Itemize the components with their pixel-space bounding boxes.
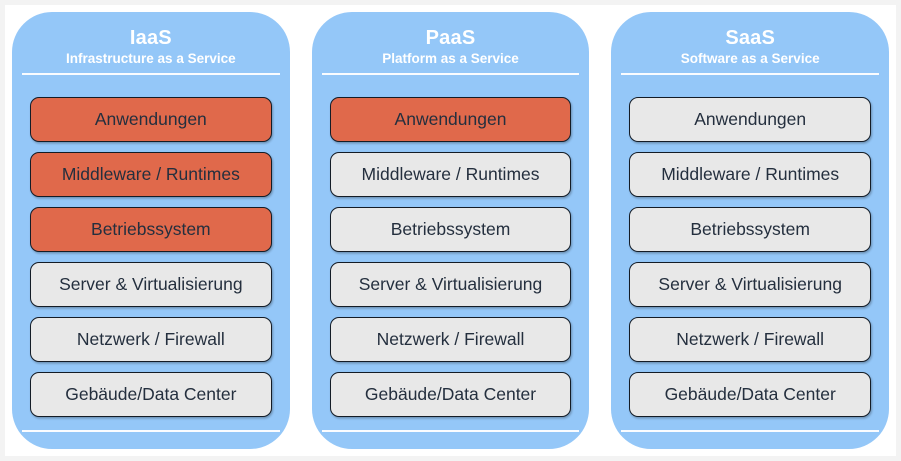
layer-server-virtualisierung: Server & Virtualisierung — [629, 262, 872, 307]
layer-label: Anwendungen — [94, 109, 207, 129]
layer-server-virtualisierung: Server & Virtualisierung — [30, 262, 272, 307]
panel-iaas: IaaS Infrastructure as a Service Anwendu… — [12, 12, 290, 449]
header-divider — [621, 73, 880, 75]
layer-label: Gebäude/Data Center — [364, 384, 537, 404]
layer-middleware-runtimes: Middleware / Runtimes — [30, 152, 272, 197]
layer-netzwerk-firewall: Netzwerk / Firewall — [329, 317, 572, 362]
layer-label: Gebäude/Data Center — [65, 384, 237, 404]
layer-anwendungen: Anwendungen — [30, 97, 272, 142]
panel-paas-subtitle: Platform as a Service — [382, 51, 519, 66]
layer-label: Middleware / Runtimes — [61, 164, 240, 184]
layer-label: Middleware / Runtimes — [361, 164, 540, 184]
layer-label: Netzwerk / Firewall — [676, 329, 825, 349]
panel-iaas-title: IaaS — [129, 27, 172, 49]
layer-label: Server & Virtualisierung — [59, 274, 243, 294]
layer-middleware-runtimes: Middleware / Runtimes — [629, 152, 872, 197]
panel-saas-header: SaaS Software as a Service — [629, 26, 871, 67]
footer-divider — [321, 430, 580, 432]
layer-label: Netzwerk / Firewall — [76, 329, 225, 349]
layer-label: Betriebssystem — [91, 219, 211, 239]
panel-paas-header: PaaS Platform as a Service — [330, 26, 572, 67]
layer-label: Server & Virtualisierung — [358, 274, 543, 294]
layer-label: Middleware / Runtimes — [661, 164, 840, 184]
layer-label: Anwendungen — [694, 109, 807, 129]
layer-betriebssystem: Betriebssystem — [30, 207, 272, 252]
panel-saas-layers: Anwendungen Middleware / Runtimes Betrie… — [629, 97, 872, 417]
layer-betriebssystem: Betriebssystem — [629, 207, 872, 252]
layer-netzwerk-firewall: Netzwerk / Firewall — [30, 317, 272, 362]
panel-paas-layers: Anwendungen Middleware / Runtimes Betrie… — [329, 97, 572, 417]
layer-label: Betriebssystem — [390, 219, 511, 239]
panel-paas-title: PaaS — [425, 27, 476, 49]
panel-saas-subtitle: Software as a Service — [680, 51, 820, 66]
footer-divider — [22, 430, 280, 432]
layer-label: Betriebssystem — [690, 219, 810, 239]
header-divider — [22, 73, 280, 75]
layer-anwendungen: Anwendungen — [329, 97, 572, 142]
layer-label: Gebäude/Data Center — [664, 384, 836, 404]
layer-label: Anwendungen — [394, 109, 507, 129]
panel-saas-title: SaaS — [725, 27, 776, 49]
layer-server-virtualisierung: Server & Virtualisierung — [329, 262, 572, 307]
panel-paas: PaaS Platform as a Service Anwendungen M… — [311, 12, 590, 449]
layer-label: Netzwerk / Firewall — [376, 329, 525, 349]
panel-iaas-subtitle: Infrastructure as a Service — [66, 51, 236, 66]
layer-gebaeude-data-center: Gebäude/Data Center — [329, 372, 572, 417]
layer-betriebssystem: Betriebssystem — [329, 207, 572, 252]
header-divider — [321, 73, 580, 75]
layer-anwendungen: Anwendungen — [629, 97, 872, 142]
panel-saas: SaaS Software as a Service Anwendungen M… — [611, 12, 890, 449]
panel-iaas-header: IaaS Infrastructure as a Service — [30, 26, 272, 67]
footer-divider — [621, 430, 880, 432]
panel-iaas-layers: Anwendungen Middleware / Runtimes Betrie… — [30, 97, 272, 417]
layer-netzwerk-firewall: Netzwerk / Firewall — [629, 317, 872, 362]
layer-gebaeude-data-center: Gebäude/Data Center — [629, 372, 872, 417]
layer-middleware-runtimes: Middleware / Runtimes — [329, 152, 572, 197]
layer-label: Server & Virtualisierung — [658, 274, 842, 294]
layer-gebaeude-data-center: Gebäude/Data Center — [30, 372, 272, 417]
